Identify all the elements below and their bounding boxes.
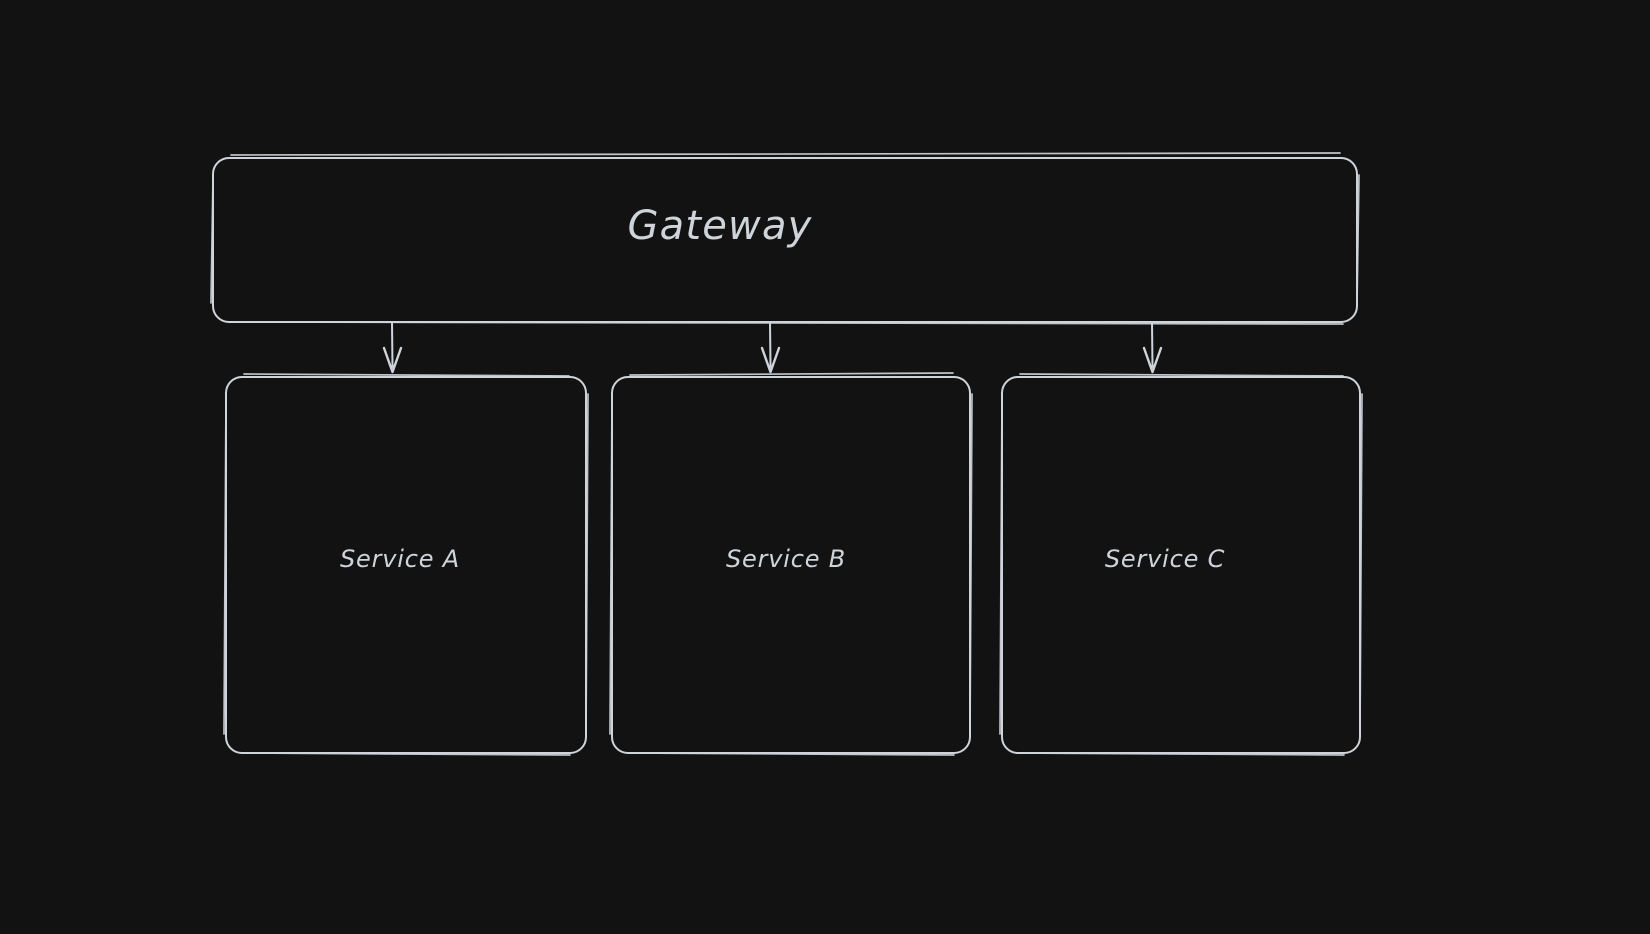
edge-gateway-to-service-a-arrowhead	[382, 346, 403, 374]
edge-gateway-to-service-a	[382, 321, 403, 374]
edge-gateway-to-service-b	[760, 321, 781, 374]
node-service-b-label: Service B	[726, 545, 846, 573]
node-service-b-shape	[611, 376, 971, 754]
node-service-c-label: Service C	[1105, 545, 1225, 573]
edge-gateway-to-service-b-arrowhead	[760, 346, 781, 374]
node-service-a-sketch-stroke	[223, 373, 589, 756]
node-service-b[interactable]: Service B	[609, 372, 973, 756]
node-gateway-label: Gateway	[627, 203, 812, 249]
edge-gateway-to-service-c-line	[1151, 321, 1154, 368]
node-gateway-shape	[212, 157, 1358, 323]
edge-gateway-to-service-b-line	[769, 321, 772, 368]
node-service-c[interactable]: Service C	[999, 373, 1363, 756]
edge-gateway-to-service-c-arrowhead	[1142, 346, 1163, 374]
node-service-a-label: Service A	[340, 545, 460, 573]
edge-gateway-to-service-c	[1142, 321, 1163, 374]
node-service-a[interactable]: Service A	[223, 373, 589, 756]
node-service-a-shape	[225, 376, 587, 754]
node-gateway[interactable]: Gateway	[210, 152, 1360, 325]
node-service-c-sketch-stroke	[999, 373, 1363, 756]
node-service-c-shape	[1001, 376, 1361, 754]
edge-gateway-to-service-a-line	[391, 321, 394, 368]
node-service-b-sketch-stroke	[609, 372, 973, 756]
node-gateway-sketch-stroke	[210, 152, 1360, 325]
